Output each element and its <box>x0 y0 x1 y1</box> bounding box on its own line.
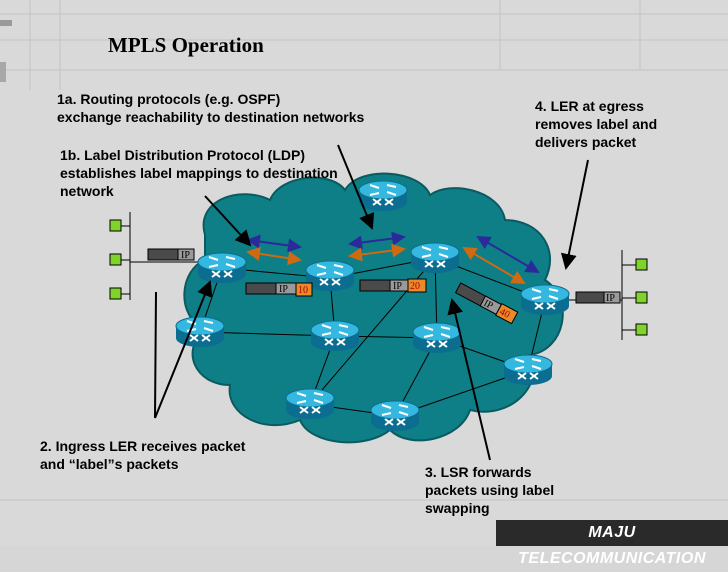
step-3-line: packets using label <box>425 482 555 498</box>
host-icon <box>635 291 648 304</box>
packet-label-value: 40 <box>497 306 511 320</box>
step-2-line: 2. Ingress LER receives packet <box>40 438 246 454</box>
step-3-line: 3. LSR forwards <box>425 464 532 480</box>
step-4-text: 4. LER at egress removes label and deliv… <box>535 97 657 151</box>
labeled-packet-20: IP 20 <box>359 278 427 293</box>
router-icon <box>285 388 335 420</box>
step-1b-line: network <box>60 183 114 199</box>
egress-ler-router-icon <box>520 284 570 316</box>
ingress-packet: IP <box>147 248 195 261</box>
router-icon <box>310 320 360 352</box>
router-icon <box>412 322 462 354</box>
step-1b-line: establishes label mappings to destinatio… <box>60 165 338 181</box>
labeled-packet-10: IP 10 <box>245 282 313 297</box>
host-icon <box>109 287 122 300</box>
egress-packet: IP <box>575 291 621 304</box>
step-1a-text: 1a. Routing protocols (e.g. OSPF) exchan… <box>57 90 364 126</box>
protocol-exchange-arrows <box>246 231 540 285</box>
lsr-router-icon <box>305 260 355 292</box>
step-2-text: 2. Ingress LER receives packet and “labe… <box>40 437 245 473</box>
ingress-hosts <box>109 212 200 300</box>
ingress-ler-router-icon <box>197 252 247 284</box>
step-2-line: and “label”s packets <box>40 456 179 472</box>
step-4-line: delivers packet <box>535 134 637 150</box>
svg-text:IP: IP <box>393 281 402 292</box>
host-icon <box>109 253 122 266</box>
router-icon <box>358 180 408 212</box>
svg-text:IP: IP <box>606 293 615 304</box>
step-1b-line: 1b. Label Distribution Protocol (LDP) <box>60 147 305 163</box>
step-4-line: removes label and <box>535 116 658 132</box>
step-1a-line: 1a. Routing protocols (e.g. OSPF) <box>57 91 281 107</box>
step-3-line: swapping <box>425 500 490 516</box>
brand-logo: MAJU TELECOMMUNICATION <box>496 520 728 567</box>
router-icon <box>175 316 225 348</box>
lsr-router-icon <box>410 242 460 274</box>
step-1b-text: 1b. Label Distribution Protocol (LDP) es… <box>60 146 338 200</box>
packet-ip-label: IP <box>181 250 190 261</box>
mpls-network-diagram: IP IP 10 IP 20 IP 40 IP <box>109 144 648 461</box>
step-3-text: 3. LSR forwards packets using label swap… <box>425 463 554 517</box>
packet-label-value: 20 <box>410 281 420 292</box>
host-icon <box>635 258 648 271</box>
callout-arrows <box>154 144 589 461</box>
router-icon <box>370 400 420 432</box>
step-4-line: 4. LER at egress <box>535 98 644 114</box>
host-icon <box>635 323 648 336</box>
labeled-packet-40: IP 40 <box>454 282 519 325</box>
step-1a-line: exchange reachability to destination net… <box>57 109 365 125</box>
packet-label-value: 10 <box>298 285 308 296</box>
host-icon <box>109 219 122 232</box>
slide-title: MPLS Operation <box>108 33 264 57</box>
router-icon <box>503 354 553 386</box>
svg-text:IP: IP <box>279 284 288 295</box>
